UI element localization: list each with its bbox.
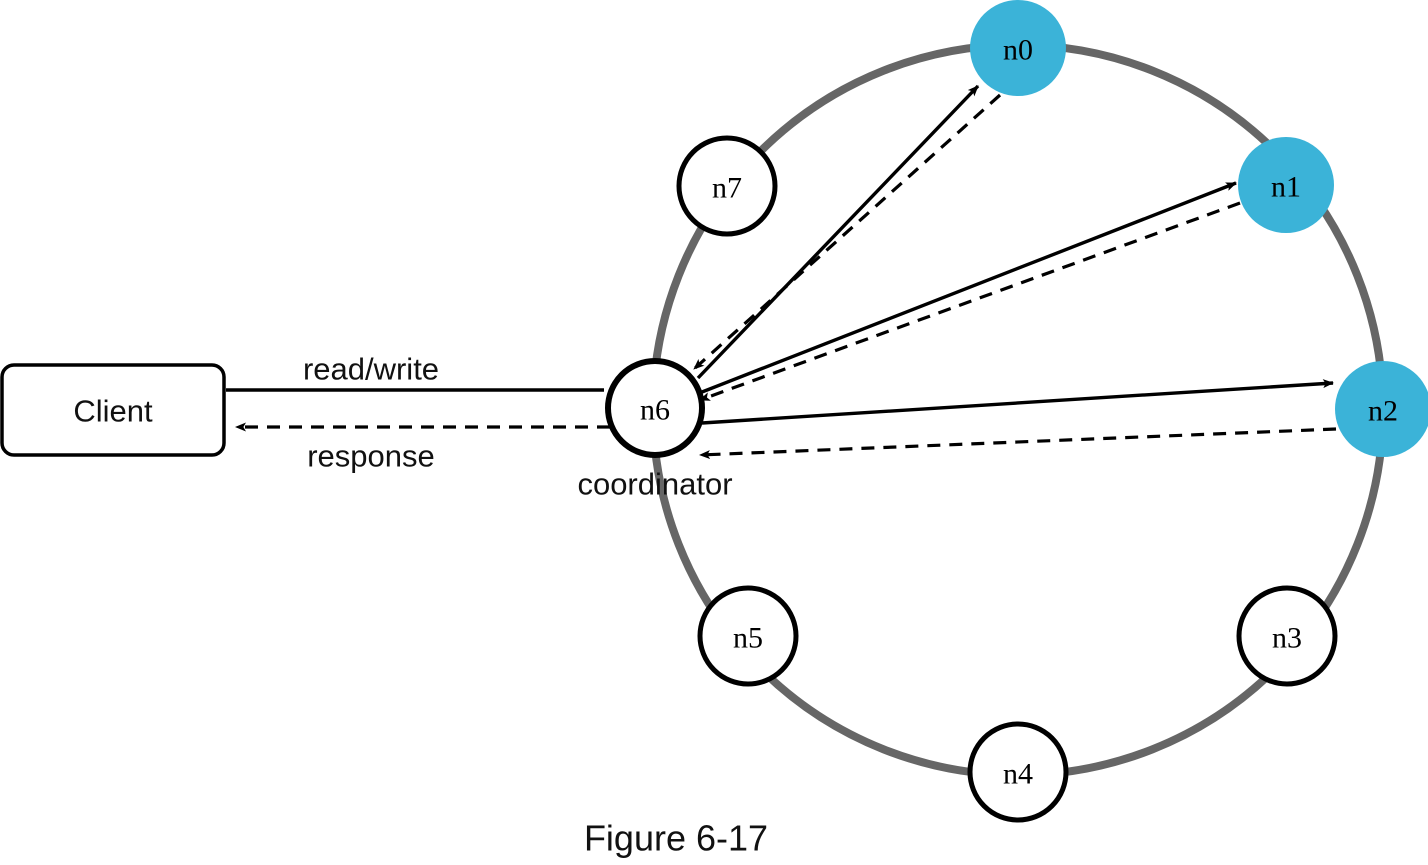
coordinator-sublabel: coordinator bbox=[577, 467, 732, 502]
node-n4[interactable]: n4 bbox=[967, 721, 1069, 823]
node-n7[interactable]: n7 bbox=[676, 135, 778, 237]
node-n0[interactable]: n0 bbox=[970, 0, 1066, 96]
node-n5[interactable]: n5 bbox=[697, 585, 799, 687]
node-n1-shape bbox=[1238, 137, 1334, 233]
client-label: Client bbox=[73, 394, 153, 429]
node-n1[interactable]: n1 bbox=[1238, 137, 1334, 233]
node-n7-shape bbox=[676, 135, 778, 237]
node-n7-label: n7 bbox=[712, 172, 742, 205]
node-n2[interactable]: n2 bbox=[1335, 361, 1428, 457]
node-n5-label: n5 bbox=[733, 622, 763, 655]
node-n6-label: n6 bbox=[640, 394, 670, 427]
edge-request-n6-to-n2 bbox=[701, 379, 1334, 425]
node-n2-label: n2 bbox=[1368, 395, 1398, 428]
node-n3-shape bbox=[1236, 585, 1338, 687]
node-n2-shape bbox=[1335, 361, 1428, 457]
node-n3[interactable]: n3 bbox=[1236, 585, 1338, 687]
edge-request-n6-to-n0 bbox=[696, 84, 980, 380]
node-n0-shape bbox=[970, 0, 1066, 96]
node-n6-coordinator[interactable]: n6 bbox=[605, 358, 705, 458]
node-n4-label: n4 bbox=[1003, 758, 1033, 791]
client-box[interactable]: Client bbox=[0, 363, 226, 457]
client-box-shape bbox=[0, 363, 226, 457]
node-n6-shape bbox=[605, 358, 705, 458]
node-n5-shape bbox=[697, 585, 799, 687]
node-n0-label: n0 bbox=[1003, 34, 1033, 67]
edge-request-n6-to-n1 bbox=[701, 181, 1237, 394]
edge-label-response: response bbox=[307, 439, 435, 474]
node-n1-label: n1 bbox=[1271, 171, 1301, 204]
edge-reply-n1-to-n6 bbox=[699, 201, 1241, 402]
node-n3-label: n3 bbox=[1272, 622, 1302, 655]
edge-label-read-write: read/write bbox=[303, 352, 439, 387]
edge-reply-n2-to-n6 bbox=[699, 427, 1337, 460]
edge-reply-n0-to-n6 bbox=[692, 93, 1002, 371]
node-n4-shape bbox=[967, 721, 1069, 823]
figure-caption: Figure 6-17 bbox=[584, 818, 768, 859]
